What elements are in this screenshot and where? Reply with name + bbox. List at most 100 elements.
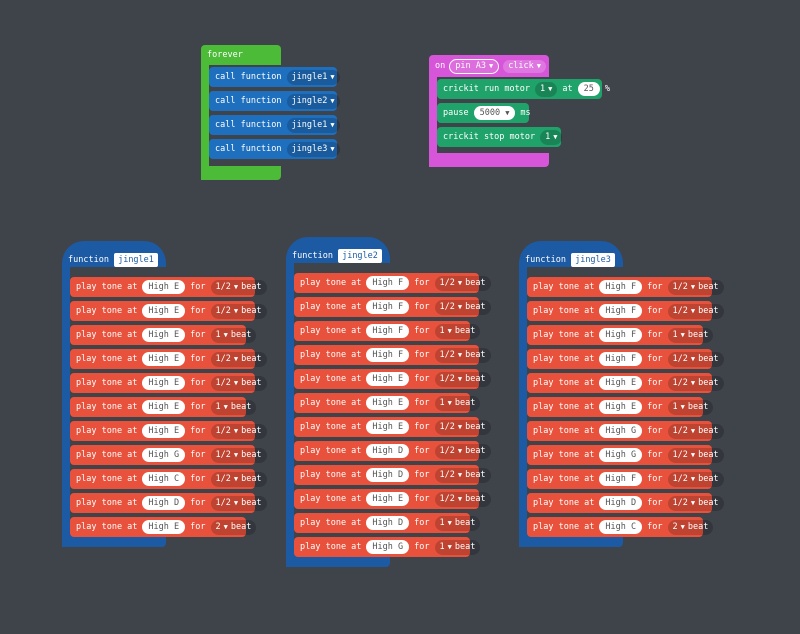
duration-dropdown[interactable]: 1/2▼ beat [667, 471, 724, 487]
note-input[interactable]: High F [366, 276, 410, 290]
note-input[interactable]: High E [366, 372, 410, 386]
duration-dropdown[interactable]: 1/2▼ beat [667, 279, 724, 295]
duration-dropdown[interactable]: 2▼ beat [210, 519, 257, 535]
event-dropdown[interactable]: click▼ [503, 59, 546, 73]
note-input[interactable]: High E [366, 492, 410, 506]
crickit-stop-motor-block[interactable]: crickit stop motor 1▼ [437, 127, 563, 147]
duration-dropdown[interactable]: 2▼ beat [667, 519, 714, 535]
note-input[interactable]: High G [599, 448, 643, 462]
note-input[interactable]: High G [599, 424, 643, 438]
duration-dropdown[interactable]: 1▼ beat [434, 323, 481, 339]
note-input[interactable]: High G [142, 448, 186, 462]
note-input[interactable]: High F [599, 328, 643, 342]
function-hat[interactable]: function jingle3 [519, 241, 623, 267]
pin-dropdown[interactable]: pin A3▼ [449, 58, 500, 74]
duration-dropdown[interactable]: 1▼ beat [210, 399, 257, 415]
function-name-input[interactable]: jingle3 [571, 253, 615, 267]
note-input[interactable]: High E [142, 400, 186, 414]
duration-dropdown[interactable]: 1▼ beat [210, 327, 257, 343]
function-dropdown[interactable]: jingle1▼ [286, 117, 340, 133]
function-hat[interactable]: function jingle2 [286, 237, 390, 263]
duration-dropdown[interactable]: 1▼ beat [667, 399, 714, 415]
note-input[interactable]: High C [142, 472, 186, 486]
note-input[interactable]: High F [366, 348, 410, 362]
note-input[interactable]: High D [142, 496, 186, 510]
speed-input[interactable]: 25 [577, 82, 600, 96]
crickit-run-motor-block[interactable]: crickit run motor 1▼ at 25 % [437, 79, 610, 99]
note-input[interactable]: High F [599, 280, 643, 294]
note-input[interactable]: High E [142, 520, 186, 534]
note-input[interactable]: High D [366, 444, 410, 458]
note-input[interactable]: High E [142, 424, 186, 438]
duration-dropdown[interactable]: 1/2▼ beat [210, 423, 267, 439]
function-dropdown[interactable]: jingle3▼ [286, 141, 340, 157]
forever-hat[interactable]: forever [201, 45, 281, 65]
note-input[interactable]: High F [599, 304, 643, 318]
duration-dropdown[interactable]: 1/2▼ beat [434, 443, 491, 459]
note-input[interactable]: High E [599, 400, 643, 414]
pause-block[interactable]: pause 5000 ▼ ms [437, 103, 531, 123]
duration-dropdown[interactable]: 1/2▼ beat [667, 351, 724, 367]
duration-dropdown[interactable]: 1/2▼ beat [210, 447, 267, 463]
stop-motor-dropdown[interactable]: 1▼ [540, 129, 563, 145]
duration-dropdown[interactable]: 1/2▼ beat [210, 471, 267, 487]
note-input[interactable]: High E [366, 420, 410, 434]
note-input[interactable]: High G [366, 540, 410, 554]
note-input[interactable]: High E [142, 376, 186, 390]
duration-dropdown[interactable]: 1/2▼ beat [434, 275, 491, 291]
note-input[interactable]: High E [142, 328, 186, 342]
duration-dropdown[interactable]: 1▼ beat [667, 327, 714, 343]
duration-dropdown[interactable]: 1▼ beat [434, 515, 481, 531]
note-input[interactable]: High E [366, 396, 410, 410]
note-input[interactable]: High F [599, 352, 643, 366]
duration-dropdown[interactable]: 1/2▼ beat [434, 467, 491, 483]
duration-dropdown[interactable]: 1▼ beat [434, 539, 481, 555]
note-input[interactable]: High D [599, 496, 643, 510]
duration-dropdown[interactable]: 1/2▼ beat [210, 351, 267, 367]
note-input[interactable]: High C [599, 520, 643, 534]
duration-dropdown[interactable]: 1/2▼ beat [210, 303, 267, 319]
note-input[interactable]: High E [142, 280, 186, 294]
note-input[interactable]: High F [366, 300, 410, 314]
duration-dropdown[interactable]: 1/2▼ beat [434, 299, 491, 315]
duration-dropdown[interactable]: 1/2▼ beat [667, 423, 724, 439]
duration-dropdown[interactable]: 1/2▼ beat [667, 375, 724, 391]
function-dropdown[interactable]: jingle1▼ [286, 69, 340, 85]
note-input[interactable]: High F [366, 324, 410, 338]
note-input[interactable]: High D [366, 468, 410, 482]
pause-input[interactable]: 5000 ▼ [473, 106, 516, 120]
function-dropdown[interactable]: jingle2▼ [286, 93, 340, 109]
